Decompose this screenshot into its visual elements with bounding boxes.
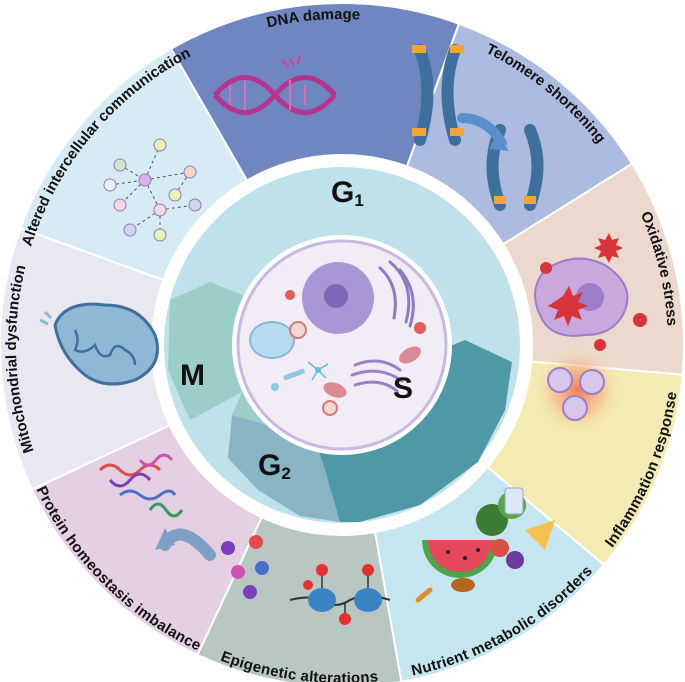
- lysosome: [322, 400, 338, 416]
- endoplasmic-reticulum: [378, 260, 415, 328]
- dna-helix-icon: [213, 54, 337, 115]
- cytoskeleton: [283, 368, 305, 381]
- mitochondrion-small: [399, 346, 421, 364]
- segment-icons: [39, 44, 647, 625]
- oxidized-cell-icon: [534, 233, 647, 351]
- mitochondrion-icon: [39, 302, 159, 386]
- phase-g1-label: G1: [331, 176, 364, 210]
- cell-network-icon: [103, 138, 202, 242]
- arrow-icon: [155, 528, 175, 550]
- nucleolus: [324, 284, 348, 308]
- mitochondrion-small: [323, 382, 347, 398]
- phase-g2-label: G2: [258, 449, 291, 483]
- phase-s-label: S: [393, 372, 413, 405]
- vesicle: [271, 383, 279, 391]
- lysosome: [289, 321, 307, 339]
- protein-aggregates-icon: [98, 453, 269, 599]
- food-icon: [415, 487, 555, 603]
- cell-illustration: [232, 235, 452, 455]
- vesicle: [285, 290, 295, 300]
- chromosome-icon: [412, 44, 544, 211]
- golgi-apparatus: [350, 359, 404, 393]
- arrow-icon: [489, 133, 509, 151]
- vesicle: [414, 322, 426, 334]
- inflamed-cells-icon: [533, 345, 623, 435]
- phase-g2-area: [228, 395, 340, 522]
- centrosome-rays: [307, 361, 329, 381]
- vacuole: [249, 321, 295, 359]
- nucleosome-icon: [289, 564, 391, 625]
- phase-m-label: M: [180, 359, 205, 392]
